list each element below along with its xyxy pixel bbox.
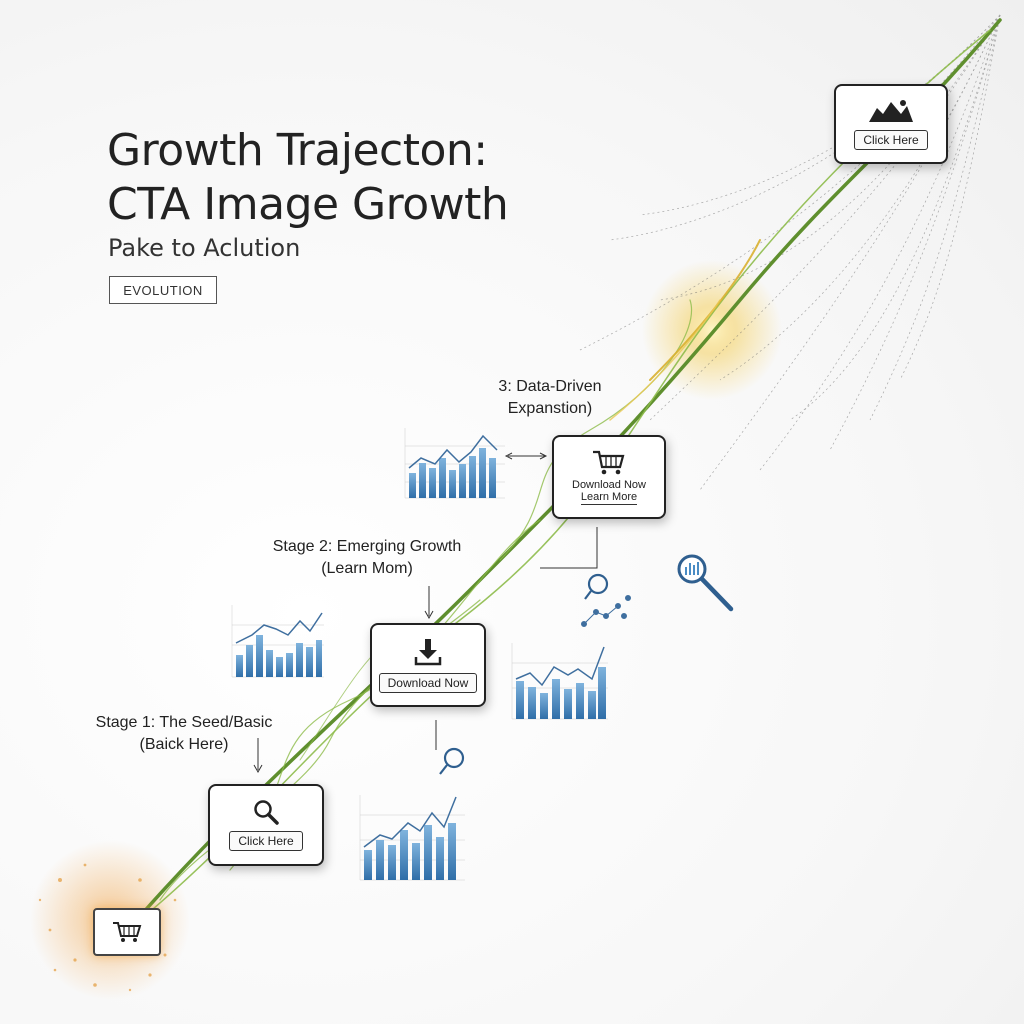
mini-chart-1 [359, 795, 465, 881]
stage-3-title: 3: Data-Driven [498, 378, 602, 395]
download-icon [414, 639, 442, 666]
stage-1-cta-card: Click Here [208, 784, 324, 866]
magnifier-icon [439, 747, 465, 775]
stage-4-cta-card: Click Here [834, 84, 948, 164]
download-now-button[interactable]: Download Now [572, 479, 646, 491]
click-here-button[interactable]: Click Here [854, 130, 928, 150]
fiber-strands [579, 14, 1001, 491]
connectors [253, 452, 598, 774]
download-now-button[interactable]: Download Now [378, 673, 478, 693]
seed-cta-card[interactable] [93, 908, 161, 956]
stage-3-subtitle: Expanstion) [507, 400, 593, 417]
title-line-1: Growth Trajecton: [107, 125, 488, 176]
learn-more-link[interactable]: Learn More [580, 491, 638, 505]
stage-2-subtitle: (Learn Mom) [321, 560, 413, 577]
stage-1-subtitle: (Baick Here) [139, 736, 229, 753]
magnifier-icon [584, 573, 609, 600]
magnifier-chart-icon [677, 554, 734, 612]
mini-chart-3 [404, 428, 505, 499]
mini-chart-4 [511, 643, 608, 720]
page-title: Growth Trajecton: CTA Image Growth [107, 124, 667, 232]
click-here-button[interactable]: Click Here [229, 831, 303, 851]
stage-2-cta-card: Download Now [370, 623, 486, 707]
glow-burst [642, 260, 782, 400]
stage-2-title: Stage 2: Emerging Growth [272, 538, 462, 555]
mini-chart-2 [231, 605, 324, 678]
stage-3-cta-card: Download Now Learn More [552, 435, 666, 519]
stage-2-label: Stage 2: Emerging Growth (Learn Mom) [254, 536, 480, 580]
title-line-2: CTA Image Growth [107, 179, 509, 230]
magnifier-icon [254, 800, 279, 825]
evolution-tag: EVOLUTION [109, 276, 217, 304]
stage-1-title: Stage 1: The Seed/Basic [95, 714, 273, 731]
cart-icon [113, 922, 142, 942]
stage-3-label: 3: Data-Driven Expanstion) [470, 376, 630, 420]
stage-1-label: Stage 1: The Seed/Basic (Baick Here) [84, 712, 284, 756]
scatter-dots [581, 595, 631, 627]
cart-icon [593, 450, 625, 475]
image-icon [869, 100, 913, 122]
page-subtitle: Pake to Aclution [108, 234, 301, 262]
